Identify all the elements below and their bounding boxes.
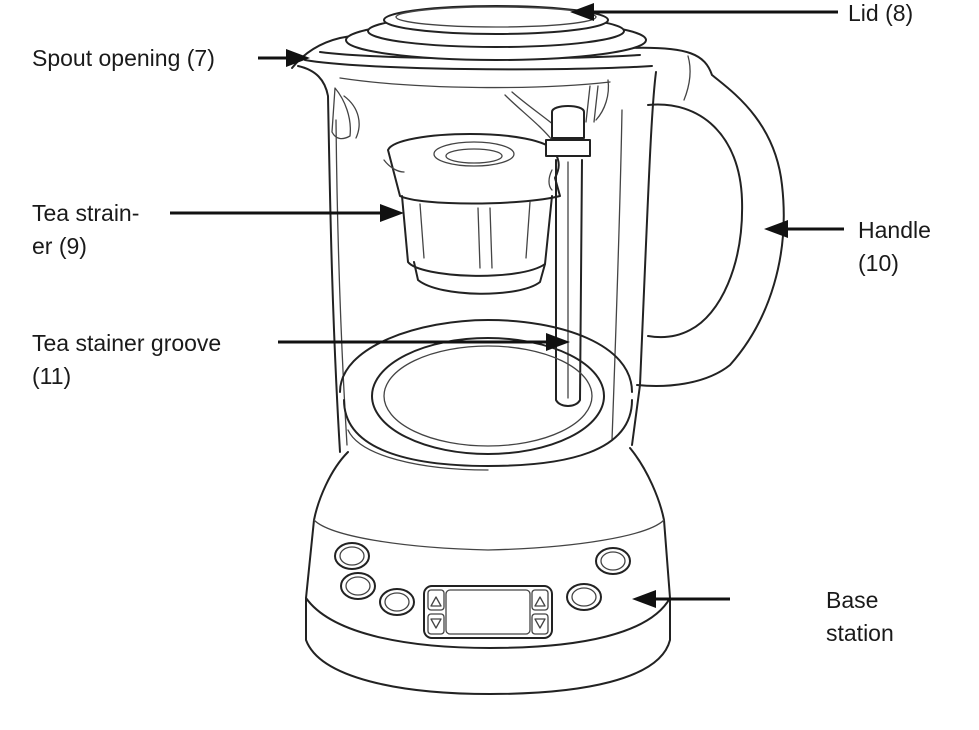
label-handle-line1: Handle bbox=[858, 217, 931, 243]
label-groove-line1: Tea stainer groove bbox=[32, 330, 222, 356]
callout-arrow-handle bbox=[764, 220, 844, 238]
label-tea-strainer-line2: er (9) bbox=[32, 233, 87, 259]
control-buttons bbox=[334, 542, 631, 616]
label-tea-strainer: Tea strain- er (9) bbox=[32, 197, 139, 263]
display-panel bbox=[423, 585, 553, 639]
label-groove-line2: (11) bbox=[32, 363, 72, 389]
label-tea-stainer-groove: Tea stainer groove (11) bbox=[32, 327, 221, 393]
handle bbox=[627, 46, 785, 387]
strainer-groove-tube bbox=[545, 105, 591, 407]
label-handle: Handle (10) bbox=[858, 214, 931, 280]
callout-arrow-base bbox=[632, 590, 730, 608]
callout-arrow-spout bbox=[258, 49, 310, 67]
label-tea-strainer-line1: Tea strain- bbox=[32, 200, 140, 226]
callout-arrow-strainer bbox=[170, 204, 404, 222]
label-base-station: Base station bbox=[826, 584, 894, 650]
label-handle-line2: (10) bbox=[858, 250, 899, 276]
callout-arrow-lid bbox=[570, 3, 838, 21]
lid bbox=[345, 5, 647, 61]
label-lid: Lid (8) bbox=[848, 0, 914, 26]
label-base-line1: Base bbox=[826, 587, 879, 613]
heating-plate bbox=[339, 319, 633, 471]
label-spout-opening: Spout opening (7) bbox=[32, 45, 215, 71]
base-station bbox=[305, 447, 671, 695]
label-base-line2: station bbox=[826, 620, 894, 646]
tea-strainer bbox=[383, 133, 561, 295]
glass-jug bbox=[291, 33, 657, 453]
callout-arrow-groove bbox=[278, 333, 570, 351]
